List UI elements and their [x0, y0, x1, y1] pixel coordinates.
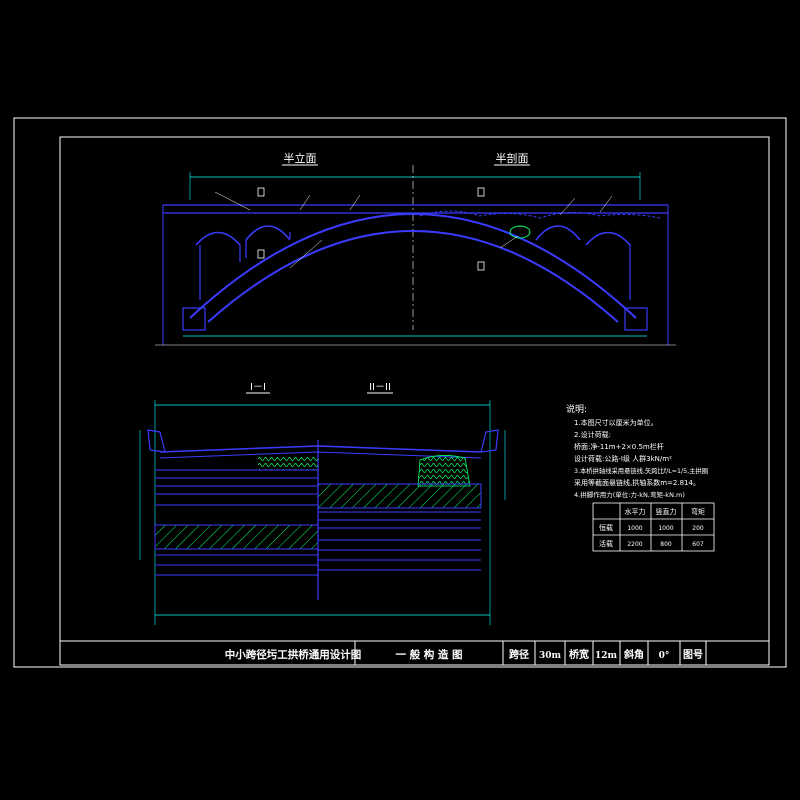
arch-ring-section-right: [317, 483, 482, 509]
cross-sections: I－I II－II: [139, 382, 506, 625]
elevation-view: 半立面 半剖面: [155, 151, 676, 346]
force-table: 水平力 竖直力 弯矩 恒载 1000 1000 200 活载 2200 800 …: [592, 502, 715, 552]
table-row-dead-name: 恒载: [599, 523, 613, 532]
title-block: 中小跨径圬工拱桥通用设计图 一 般 构 造 图 跨径 30m 桥宽 12m 斜角…: [59, 640, 770, 666]
title-project: 中小跨径圬工拱桥通用设计图: [225, 648, 362, 661]
inner-frame: [59, 136, 770, 666]
title-skew-value: 0°: [659, 651, 670, 661]
notes-heading: 说明:: [566, 403, 587, 415]
table-row-live-h: 2200: [627, 541, 642, 548]
title-drawing: 一 般 构 造 图: [395, 648, 462, 661]
view-title-half-elevation: 半立面: [284, 151, 317, 165]
notes-line-5: 3.本桥拱轴线采用悬链线,矢跨比f/L=1/5,主拱圈: [574, 466, 708, 475]
title-span-value: 30m: [539, 651, 562, 661]
notes-line-3: 桥面:净-11m+2×0.5m栏杆: [574, 442, 664, 451]
notes-line-2: 2.设计荷载:: [574, 430, 611, 439]
outer-frame: [13, 117, 787, 668]
title-width-value: 12m: [595, 651, 618, 661]
table-row-dead-v: 1000: [658, 525, 673, 532]
table-row-dead-m: 200: [692, 525, 704, 532]
main-arch-intrados: [207, 230, 619, 323]
notes-line-7: 4.拱脚作用力(单位:力-kN,弯矩-kN.m): [574, 490, 685, 499]
title-sheet-label: 图号: [683, 649, 703, 661]
title-span-label: 跨径: [509, 648, 529, 661]
left-abutment: [182, 307, 206, 331]
design-notes: 说明: 1.本图尺寸以厘米为单位。 2.设计荷载: 桥面:净-11m+2×0.5…: [566, 403, 708, 499]
title-width-label: 桥宽: [569, 648, 589, 661]
notes-line-1: 1.本图尺寸以厘米为单位。: [574, 418, 658, 427]
notes-line-6: 采用等截面悬链线,拱轴系数m=2.814。: [574, 478, 700, 487]
table-header-moment: 弯矩: [691, 507, 705, 516]
arch-ring-section-left: [154, 524, 319, 550]
table-row-live-v: 800: [660, 541, 672, 548]
table-header-vertical: 竖直力: [656, 507, 677, 516]
view-title-section-1: I－I: [250, 382, 266, 393]
view-title-section-2: II－II: [369, 382, 391, 393]
deck-surface: [159, 445, 482, 453]
table-row-live-m: 607: [692, 541, 704, 548]
table-row-live-name: 活载: [599, 539, 613, 548]
title-skew-label: 斜角: [623, 648, 644, 661]
view-title-half-section: 半剖面: [496, 151, 529, 165]
right-abutment: [624, 307, 648, 331]
main-arch-extrados: [189, 213, 637, 319]
table-header-horizontal: 水平力: [625, 507, 646, 516]
notes-line-4: 设计荷载:公路-I级 人群3kN/m²: [574, 454, 672, 463]
table-row-dead-h: 1000: [627, 525, 642, 532]
